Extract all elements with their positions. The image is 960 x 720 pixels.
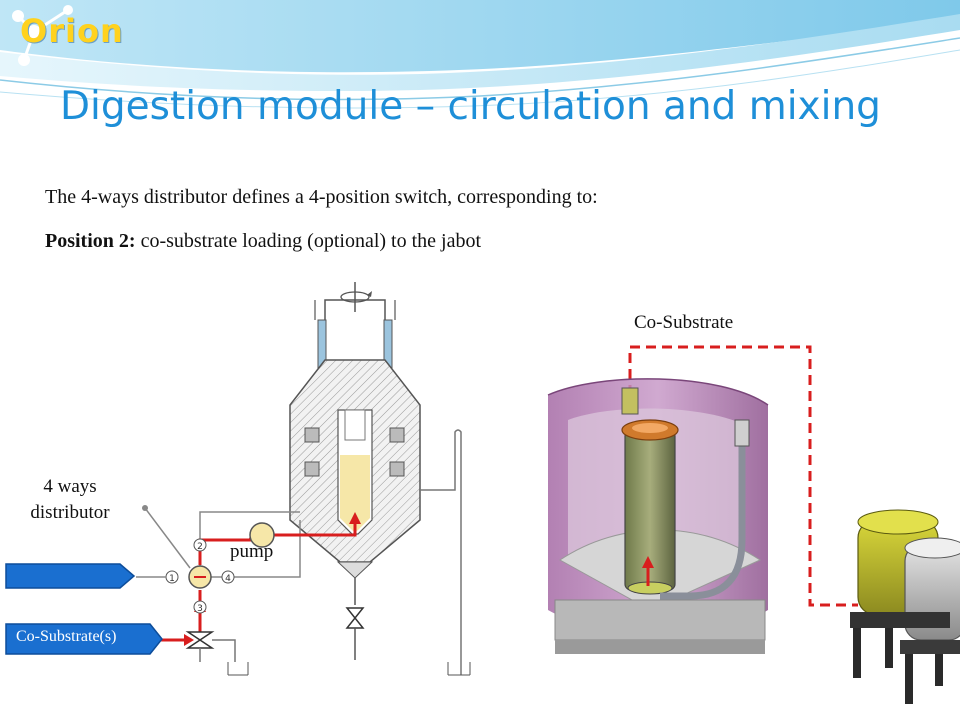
pump-label: pump: [230, 541, 274, 562]
port-1-label: 1: [169, 574, 175, 584]
position-description: Position 2: co-substrate loading (option…: [45, 230, 481, 253]
four-ways-line2: distributor: [30, 502, 110, 523]
port-4-label: 4: [225, 574, 231, 584]
position-label: Position 2:: [45, 230, 136, 252]
header-wave-background: [0, 0, 960, 109]
port-3-label: 3: [197, 604, 203, 614]
position-text: co-substrate loading (optional) to the j…: [135, 230, 482, 252]
page-title: Digestion module – circulation and mixin…: [60, 84, 881, 129]
logo-text: Orion: [20, 12, 124, 50]
cosubstrate-tag-shape: [5, 623, 163, 655]
digester-3d-cutaway: [547, 345, 960, 704]
four-ways-distributor-label: 4 ways distributor: [10, 474, 130, 526]
port-2-label: 2: [197, 542, 203, 552]
cosubstrate-top-label: Co-Substrate: [634, 312, 734, 333]
four-ways-line1: 4 ways: [43, 476, 97, 497]
input-arrow-blue: [5, 563, 136, 589]
digester-schematic: 1 2 3 4: [136, 282, 471, 676]
intro-text: The 4-ways distributor defines a 4-posit…: [45, 186, 598, 208]
molecule-logo-icon: [12, 5, 73, 66]
cosubstrate-tag-label: Co-Substrate(s): [16, 628, 117, 645]
